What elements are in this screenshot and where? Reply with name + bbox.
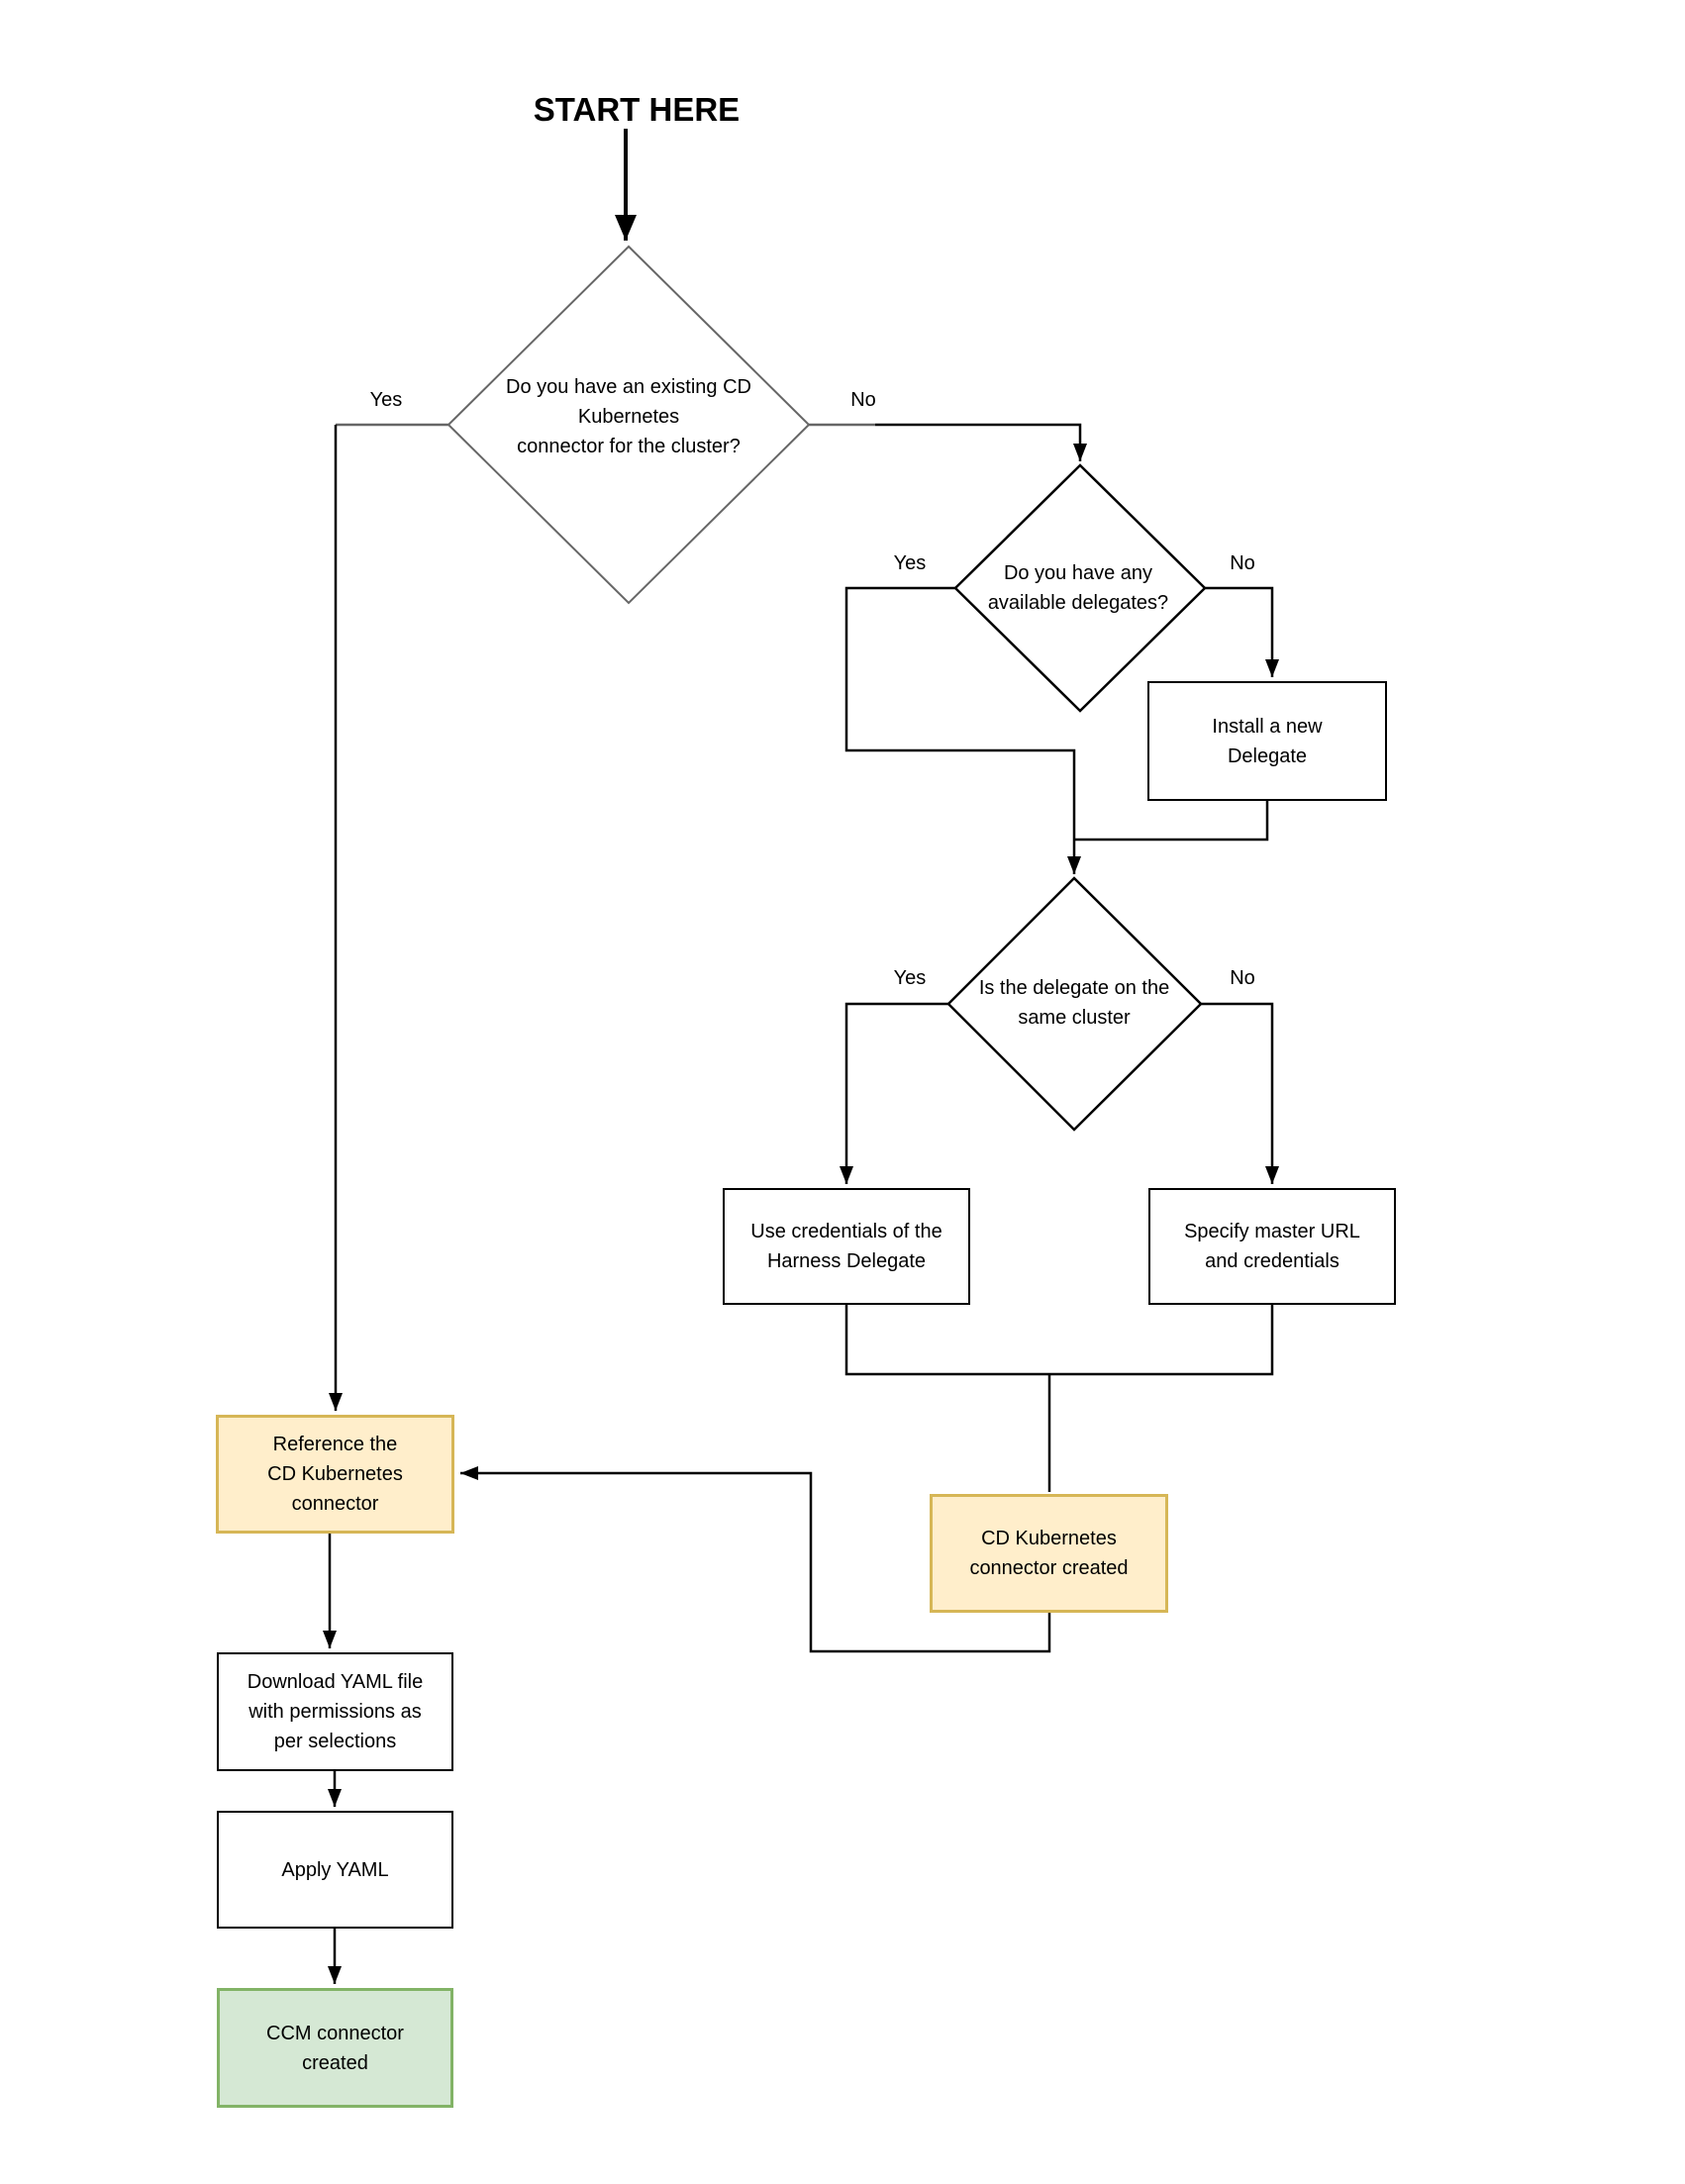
step-cd-connector-created-text: CD Kubernetes connector created	[969, 1528, 1129, 1579]
step-download-yaml-text: Download YAML file with permissions as p…	[247, 1671, 424, 1752]
step-apply-yaml-text: Apply YAML	[281, 1858, 389, 1881]
edge-no-same-cluster	[1201, 1002, 1279, 1184]
decision-same-cluster-shape	[946, 876, 1203, 1132]
step-apply-yaml: Apply YAML	[217, 1811, 453, 1929]
label-yes-same-cluster: Yes	[893, 967, 927, 989]
step-specify-master-url-text: Specify master URL and credentials	[1184, 1221, 1360, 1272]
step-use-credentials-text: Use credentials of the Harness Delegate	[750, 1221, 942, 1272]
label-yes-delegates: Yes	[893, 552, 927, 574]
label-no-same-cluster: No	[1230, 967, 1255, 989]
step-install-delegate: Install a new Delegate	[1147, 681, 1387, 801]
step-reference-connector-text: Reference the CD Kubernetes connector	[267, 1434, 403, 1515]
decision-available-delegates-shape	[953, 463, 1207, 713]
step-download-yaml: Download YAML file with permissions as p…	[217, 1652, 453, 1771]
edge-no-delegates	[1205, 586, 1279, 677]
edge-created-to-reference	[460, 1466, 1051, 1653]
label-no-delegates: No	[1230, 552, 1255, 574]
step-specify-master-url: Specify master URL and credentials	[1148, 1188, 1396, 1305]
label-no-existing: No	[850, 389, 876, 411]
decision-same-cluster-text: Is the delegate on the same cluster	[978, 977, 1170, 1029]
decision-existing-connector-shape	[446, 245, 811, 605]
step-reference-connector: Reference the CD Kubernetes connector	[216, 1415, 454, 1534]
step-ccm-connector-created: CCM connector created	[217, 1988, 453, 2108]
edge-credentials-merge	[844, 1305, 1274, 1376]
edge-yes-same-cluster	[840, 1002, 948, 1184]
edge-no-existing	[875, 423, 1087, 461]
decision-available-delegates-text: Do you have any available delegates?	[987, 562, 1169, 614]
edge-yes-delegates	[844, 586, 1081, 874]
start-here-title: START HERE	[533, 91, 741, 128]
step-cd-connector-created: CD Kubernetes connector created	[930, 1494, 1168, 1613]
label-yes-existing: Yes	[369, 389, 403, 411]
edge-install-out	[1074, 801, 1269, 842]
decision-existing-connector-text: Do you have an existing CD Kubernetes co…	[506, 376, 751, 457]
step-install-delegate-text: Install a new Delegate	[1212, 715, 1323, 767]
step-ccm-connector-created-text: CCM connector created	[266, 2022, 404, 2074]
step-use-credentials: Use credentials of the Harness Delegate	[723, 1188, 970, 1305]
